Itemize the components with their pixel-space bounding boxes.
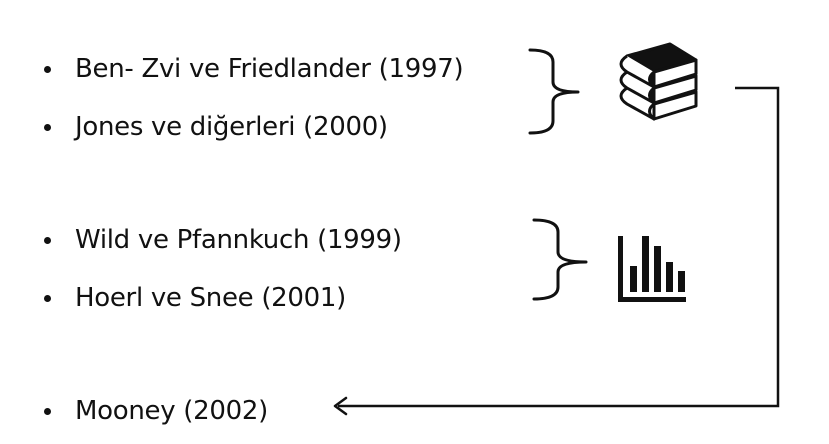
bar-chart-icon [618, 236, 686, 302]
curly-brace-2 [532, 218, 588, 301]
bullet [44, 123, 51, 131]
item-label: Jones ve diğerleri (2000) [75, 112, 388, 142]
list-item: Ben- Zvi ve Friedlander (1997) [44, 51, 464, 87]
books-icon [619, 42, 698, 121]
item-label: Hoerl ve Snee (2001) [75, 283, 346, 313]
list-item: Hoerl ve Snee (2001) [44, 280, 346, 316]
bullet [44, 407, 51, 415]
item-label: Wild ve Pfannkuch (1999) [75, 225, 402, 255]
bullet [44, 65, 51, 73]
curly-brace-1 [528, 48, 580, 135]
target-item: Mooney (2002) [44, 393, 268, 429]
arrow-head-icon [333, 396, 348, 416]
target-label: Mooney (2002) [75, 396, 268, 426]
connector-line [338, 86, 780, 408]
list-item: Jones ve diğerleri (2000) [44, 109, 388, 145]
bullet [44, 294, 51, 302]
bullet [44, 236, 51, 244]
list-item: Wild ve Pfannkuch (1999) [44, 222, 402, 258]
item-label: Ben- Zvi ve Friedlander (1997) [75, 54, 464, 84]
